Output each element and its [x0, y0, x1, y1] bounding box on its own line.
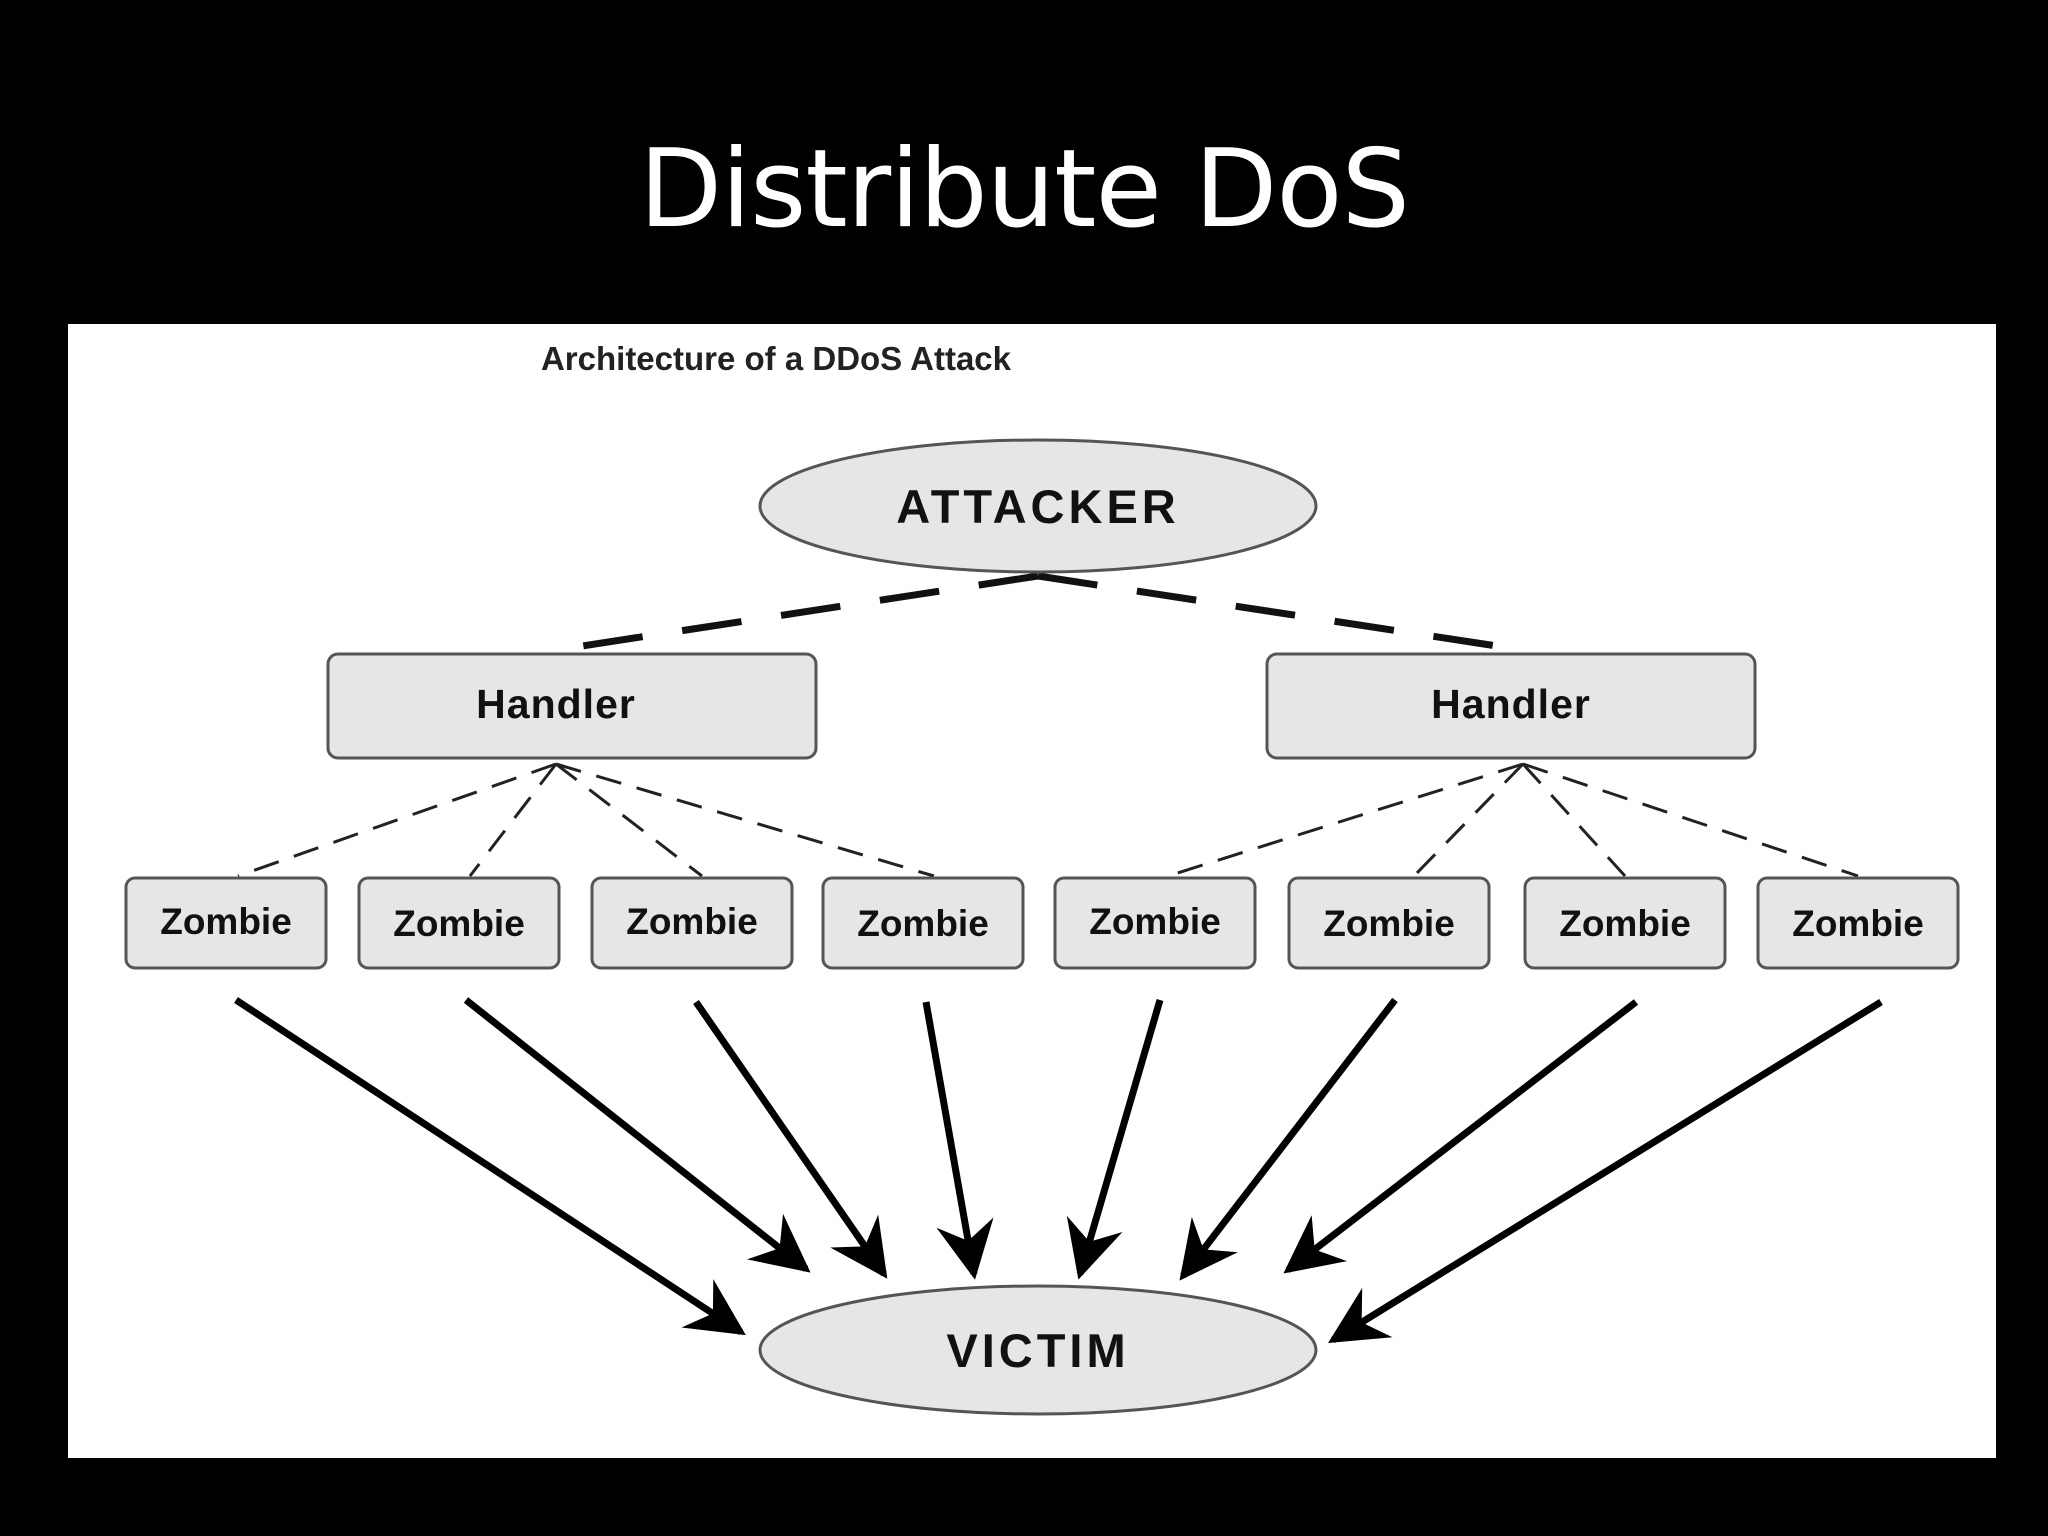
- attacker-links: [555, 572, 1524, 654]
- victim-ellipse: [758, 1284, 1318, 1416]
- attack-arrow: [1283, 999, 1639, 1274]
- zombie-box: [1287, 876, 1491, 970]
- zombie-box: [1053, 876, 1257, 970]
- attacker-ellipse: [758, 438, 1318, 574]
- zombie-label: Zombie: [1089, 901, 1221, 942]
- zombie-label: Zombie: [1323, 903, 1455, 944]
- zombie-label: Zombie: [857, 903, 989, 944]
- handler-link: [1521, 762, 1627, 878]
- zombie-row: Zombie Zombie Zombie Zombie Zombie Zombi…: [124, 876, 1960, 970]
- handler-link: [237, 762, 557, 878]
- slide-title: Distribute DoS: [638, 127, 1410, 252]
- zombie-node: Zombie: [821, 876, 1025, 970]
- zombie-node: Zombie: [357, 876, 561, 970]
- zombie-node: Zombie: [1523, 876, 1727, 970]
- zombie-box: [1756, 876, 1960, 970]
- attack-arrow: [1066, 999, 1164, 1280]
- attacker-node: ATTACKER: [758, 438, 1318, 574]
- zombie-box: [821, 876, 1025, 970]
- attack-arrow: [1328, 999, 1883, 1344]
- handler-link: [1412, 762, 1525, 878]
- zombie-node: Zombie: [124, 876, 328, 970]
- handler-link: [1167, 762, 1524, 878]
- handler-label: Handler: [476, 681, 636, 727]
- ddos-diagram-svg: Architecture of a DDoS Attack ATTACKER H…: [124, 340, 1960, 1416]
- attack-arrow: [1179, 997, 1398, 1281]
- zombie-box: [1523, 876, 1727, 970]
- zombie-node: Zombie: [590, 876, 794, 970]
- zombie-label: Zombie: [160, 901, 292, 942]
- zombie-label: Zombie: [626, 901, 758, 942]
- ddos-diagram: Architecture of a DDoS Attack ATTACKER H…: [68, 324, 1996, 1458]
- attack-arrow: [693, 1000, 888, 1279]
- handler-box: [326, 652, 818, 760]
- attack-arrows: [234, 997, 1883, 1344]
- attacker-label: ATTACKER: [896, 480, 1180, 533]
- zombie-node: Zombie: [1287, 876, 1491, 970]
- zombie-box: [124, 876, 328, 970]
- handler-link: [468, 763, 558, 877]
- attacker-link-left: [555, 572, 1039, 654]
- handler-box: [1265, 652, 1757, 760]
- handler-node-right: Handler: [1265, 652, 1757, 760]
- handler-links: [237, 762, 1859, 878]
- diagram-caption: Architecture of a DDoS Attack: [541, 340, 1012, 377]
- attack-arrow: [463, 997, 811, 1273]
- victim-node: VICTIM: [758, 1284, 1318, 1416]
- attack-arrow: [922, 1001, 994, 1280]
- handler-link: [1522, 762, 1859, 878]
- handler-node-left: Handler: [326, 652, 818, 760]
- zombie-label: Zombie: [393, 903, 525, 944]
- zombie-label: Zombie: [1559, 903, 1691, 944]
- zombie-node: Zombie: [1756, 876, 1960, 970]
- handler-label: Handler: [1431, 681, 1591, 727]
- victim-label: VICTIM: [946, 1324, 1129, 1377]
- zombie-box: [590, 876, 794, 970]
- zombie-box: [357, 876, 561, 970]
- attack-arrow: [234, 997, 746, 1336]
- attacker-link-right: [1037, 572, 1524, 654]
- zombie-node: Zombie: [1053, 876, 1257, 970]
- handler-link: [555, 762, 703, 878]
- zombie-label: Zombie: [1792, 903, 1924, 944]
- handler-link: [555, 762, 935, 878]
